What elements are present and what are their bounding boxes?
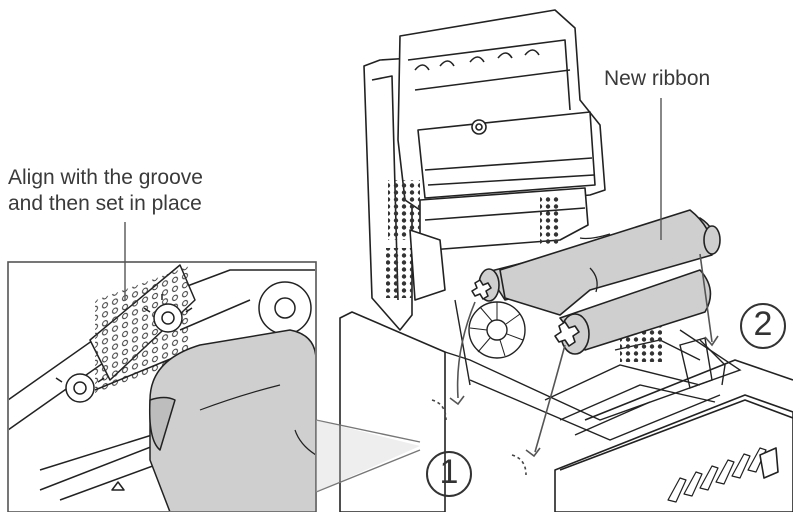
align-instruction-line-1: Align with the groove	[8, 166, 203, 189]
printer-body	[339, 311, 793, 512]
printer-open-cover	[363, 9, 606, 331]
step-1-number: 1	[439, 453, 459, 491]
new-ribbon-label: New ribbon	[604, 67, 711, 90]
install-arrows	[431, 253, 719, 476]
align-instruction-line-2: and then set in place	[8, 192, 202, 215]
detail-inset	[7, 222, 421, 512]
step-2-marker: 2	[740, 303, 786, 349]
new-ribbon	[471, 209, 721, 355]
step-2-number: 2	[753, 305, 773, 343]
step-1-marker: 1	[426, 451, 472, 497]
step-1-circle	[426, 451, 472, 497]
step-2-circle	[740, 303, 786, 349]
